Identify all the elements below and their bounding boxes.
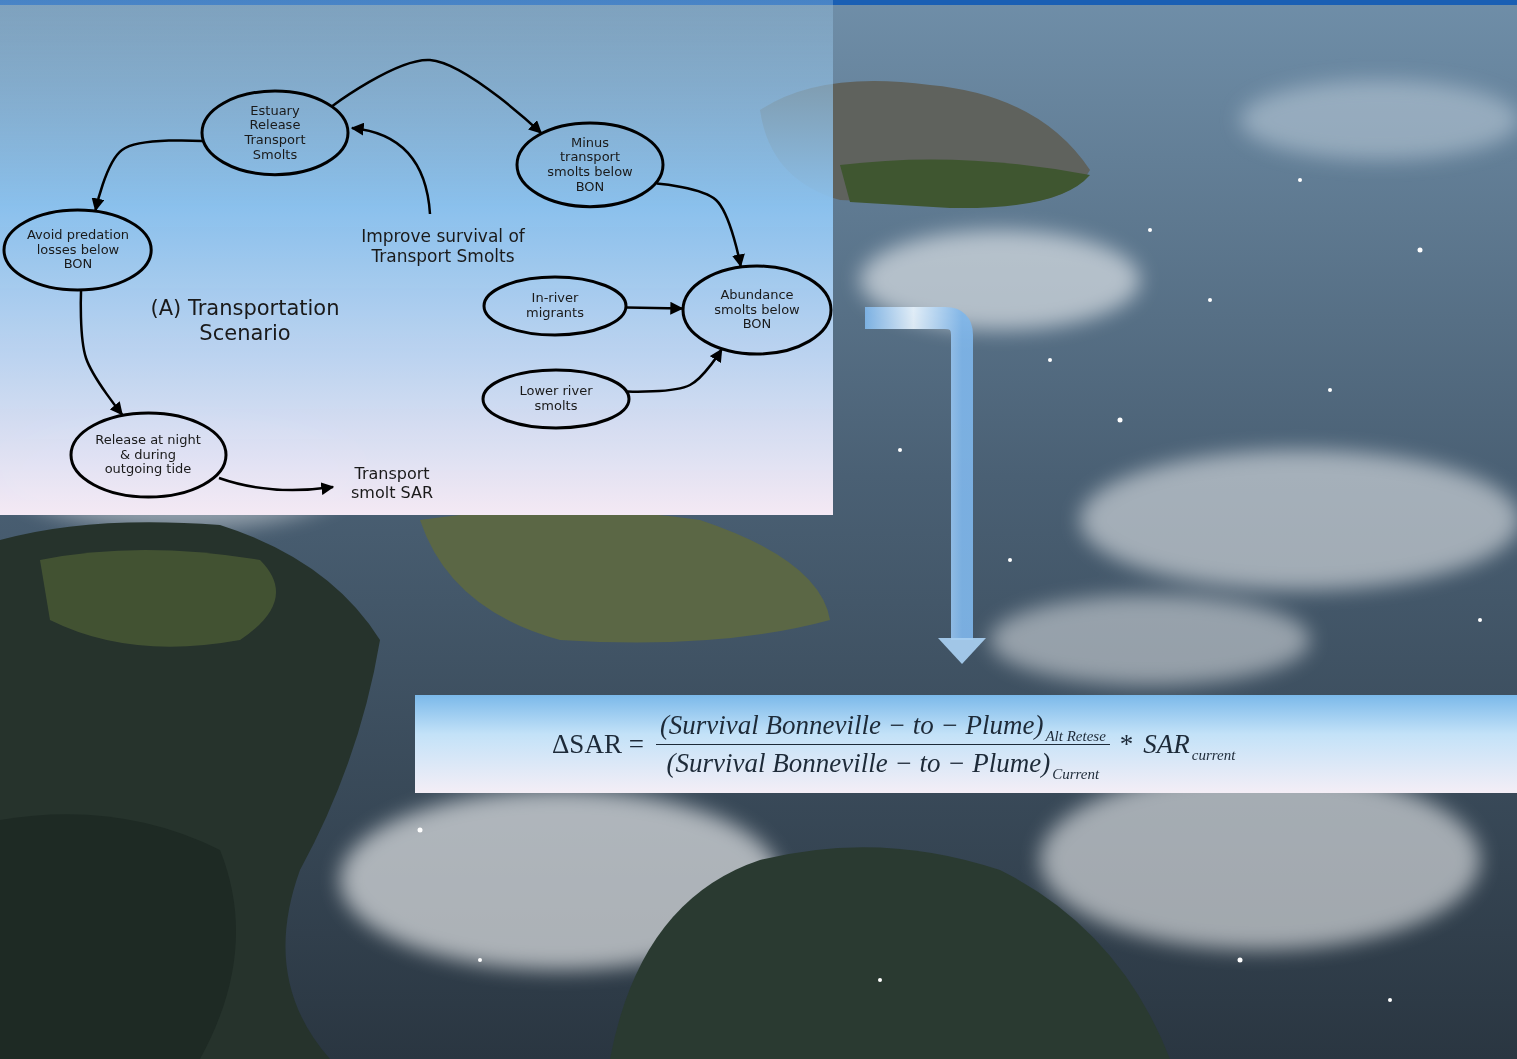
process-ellipse: Abundance smolts below BON (681, 264, 833, 356)
equation-term: * (1120, 729, 1134, 760)
ellipse-shape (683, 266, 831, 354)
panel-title: (A) Transportation Scenario (125, 296, 365, 346)
rock (610, 847, 1170, 1059)
node-text-wrap: Abundance smolts below BON (705, 288, 809, 332)
ellipse-shape (483, 370, 629, 428)
process-ellipse: Lower river smolts (481, 368, 631, 430)
ellipse-shape (71, 413, 226, 497)
numerator: (Survival Bonneville − to − Plume)Alt Re… (656, 710, 1110, 745)
equation-term: SAR (1143, 729, 1190, 759)
note-label: Transport smolt SAR (336, 464, 448, 502)
rock (420, 510, 830, 643)
flow-arrow (96, 140, 203, 210)
node-label: Lower river smolts (506, 384, 606, 413)
flow-arrow (627, 307, 682, 308)
flow-arrow (332, 60, 541, 133)
node-text-wrap: Minus transport smolts below BON (540, 136, 640, 194)
flow-arrow (865, 318, 962, 640)
subscript: Current (1052, 766, 1099, 782)
ellipse-shape (202, 91, 348, 175)
subscript: Alt Retese (1045, 728, 1105, 744)
fraction: (Survival Bonneville − to − Plume)Alt Re… (656, 710, 1110, 779)
leader-arrow (219, 478, 333, 490)
node-label: In-river migrants (505, 291, 605, 320)
flow-arrow (657, 184, 741, 267)
equation: ΔSAR = (Survival Bonneville − to − Plume)… (552, 695, 1235, 793)
node-text-wrap: In-river migrants (505, 291, 605, 320)
ellipse-shape (484, 277, 626, 335)
node-text-wrap: Avoid predation losses below BON (26, 228, 130, 272)
ellipse-shape (4, 210, 151, 290)
ellipse-shape (517, 123, 663, 207)
scenario-panel (0, 0, 833, 515)
process-ellipse: Minus transport smolts below BON (515, 121, 665, 209)
equation-term: ΔSAR = (552, 729, 644, 760)
process-ellipse: In-river migrants (482, 275, 628, 337)
process-ellipse: Release at night & during outgoing tide (69, 411, 228, 499)
equation-term: (Survival Bonneville − to − Plume) (667, 748, 1051, 778)
equation-term: (Survival Bonneville − to − Plume) (660, 710, 1044, 740)
sar-term: SARcurrent (1143, 729, 1235, 760)
denominator: (Survival Bonneville − to − Plume)Curren… (663, 745, 1104, 779)
process-ellipse: Avoid predation losses below BON (2, 208, 153, 292)
node-text-wrap: Release at night & during outgoing tide (93, 433, 203, 477)
note-label: Improve survival of Transport Smolts (348, 226, 538, 267)
rock (0, 814, 236, 1059)
node-label: Estuary Release Transport Smolts (230, 104, 320, 162)
rock (0, 522, 380, 1059)
flow-arrow (628, 350, 722, 392)
leader-arrow (352, 128, 430, 214)
rock (40, 550, 276, 647)
node-label: Minus transport smolts below BON (540, 136, 640, 194)
flow-arrow (81, 291, 122, 414)
rock (840, 159, 1090, 208)
sparkles (418, 178, 1483, 1002)
flow-arrowhead (938, 638, 986, 664)
equation-band (415, 695, 1517, 793)
node-text-wrap: Estuary Release Transport Smolts (230, 104, 320, 162)
node-text-wrap: Lower river smolts (506, 384, 606, 413)
node-label: Release at night & during outgoing tide (93, 433, 203, 477)
node-label: Avoid predation losses below BON (26, 228, 130, 272)
process-ellipse: Estuary Release Transport Smolts (200, 89, 350, 177)
node-label: Abundance smolts below BON (705, 288, 809, 332)
subscript: current (1192, 747, 1236, 763)
